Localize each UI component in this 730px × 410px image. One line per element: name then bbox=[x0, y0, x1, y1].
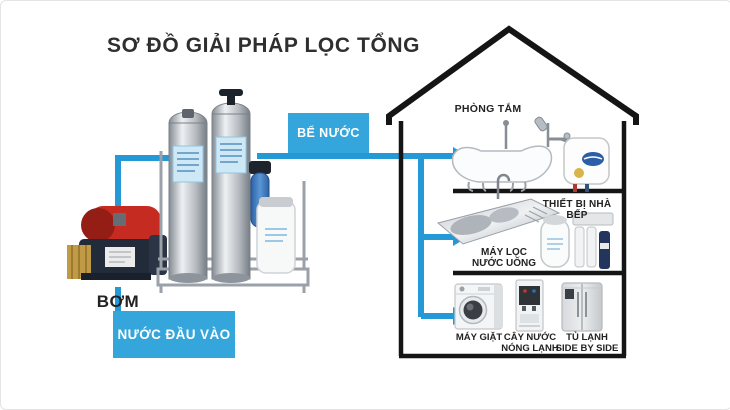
dispenser-label-line2: NÓNG LẠNH bbox=[501, 343, 559, 354]
pump-label: BƠM bbox=[96, 292, 140, 311]
flow-lines bbox=[115, 153, 453, 319]
house-roof bbox=[386, 25, 639, 125]
filter-tanks-icon bbox=[156, 89, 310, 293]
diagram-title: SƠ ĐỒ GIẢI PHÁP LỌC TỔNG bbox=[107, 34, 421, 57]
bathroom-label: PHÒNG TẮM bbox=[454, 103, 522, 115]
kitchen-equipment-label: THIẾT BỊ NHÀ BẾP bbox=[542, 199, 612, 221]
drinking-water-filter-label-line2: NƯỚC UỐNG bbox=[471, 258, 537, 269]
flow-pump-to-tanks bbox=[115, 155, 173, 211]
input-water-label-box: NƯỚC ĐẦU VÀO bbox=[113, 311, 235, 358]
water-dispenser-icon bbox=[515, 279, 544, 332]
dispenser-label-line1: CÂY NƯỚC bbox=[503, 332, 557, 343]
ro-purifier-icon bbox=[540, 212, 614, 269]
input-water-label: NƯỚC ĐẦU VÀO bbox=[117, 327, 231, 342]
water-heater-icon bbox=[563, 137, 610, 192]
fridge-label-line2: SIDE BY SIDE bbox=[555, 343, 619, 354]
fridge-label-line1: TỦ LẠNH bbox=[566, 332, 608, 343]
drinking-water-filter-label-line1: MÁY LỌC bbox=[481, 247, 527, 258]
water-tank-label-box: BỂ NƯỚC bbox=[288, 113, 369, 153]
washer-label: MÁY GIẶT bbox=[455, 332, 503, 343]
pump-icon bbox=[67, 206, 167, 280]
drinking-water-filter-label: MÁY LỌC NƯỚC UỐNG bbox=[459, 247, 549, 269]
kitchen-sink-icon bbox=[436, 173, 561, 245]
water-tank-label: BỂ NƯỚC bbox=[297, 126, 360, 140]
house-outline bbox=[386, 25, 639, 359]
washing-machine-icon bbox=[454, 283, 503, 330]
bathtub-icon bbox=[451, 120, 553, 192]
dispenser-label: CÂY NƯỚC NÓNG LẠNH bbox=[500, 332, 560, 354]
brine-tank-icon bbox=[256, 197, 296, 274]
fridge-label: TỦ LẠNH SIDE BY SIDE bbox=[554, 332, 620, 354]
fridge-icon bbox=[561, 282, 603, 332]
